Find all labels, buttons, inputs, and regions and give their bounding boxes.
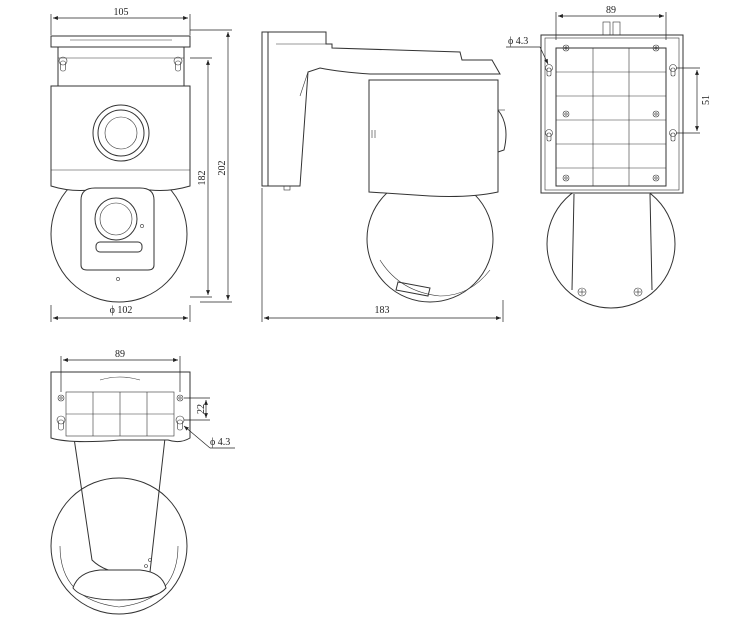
front-view: 105 ϕ 102 182 202 [50, 7, 232, 322]
screw-icon [577, 287, 587, 297]
bottom-view: 89 22 ϕ 4.3 [50, 349, 235, 615]
screw-icon [176, 394, 184, 402]
side-view: 183 [261, 31, 507, 322]
keyhole-slot-icon [545, 129, 553, 142]
upper-lens-icon [92, 104, 150, 162]
screw-icon [57, 394, 65, 402]
keyhole-slot-icon [58, 56, 68, 72]
screw-icon [562, 174, 570, 182]
keyhole-slot-icon [545, 64, 553, 77]
keyhole-slot-icon [173, 56, 183, 72]
dim-front-height-body: 182 [197, 171, 208, 186]
screw-icon [633, 287, 643, 297]
back-view: 89 ϕ 4.3 51 [506, 5, 712, 309]
screw-icon [562, 110, 570, 118]
dome-lens-icon [94, 197, 138, 241]
dim-side-depth: 183 [375, 305, 390, 316]
dim-dome-diameter: ϕ 102 [110, 305, 133, 316]
screw-icon [652, 44, 660, 52]
dim-bottom-offset: 22 [196, 404, 207, 414]
dim-back-vertical-spacing: 51 [701, 95, 712, 105]
screw-icon [652, 174, 660, 182]
dim-front-width: 105 [114, 7, 129, 18]
dim-bottom-hole-diameter: ϕ 4.3 [210, 437, 230, 448]
dim-front-height-total: 202 [217, 161, 228, 176]
keyhole-slot-icon [56, 415, 66, 431]
screw-icon [562, 44, 570, 52]
dim-bottom-hole-spacing: 89 [115, 349, 125, 360]
dim-back-hole-spacing: 89 [606, 5, 616, 16]
screw-icon [652, 110, 660, 118]
dim-back-hole-diameter: ϕ 4.3 [508, 36, 528, 47]
